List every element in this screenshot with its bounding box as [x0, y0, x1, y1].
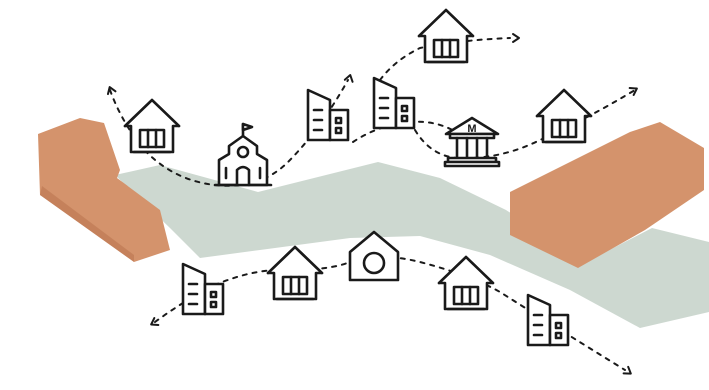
house-icon [123, 98, 181, 154]
route-upper-house [379, 37, 511, 81]
house-icon [535, 88, 593, 144]
bank-icon: M [443, 116, 501, 168]
building-block-right [510, 122, 704, 268]
house-icon [266, 245, 324, 301]
community-center-icon [348, 230, 400, 282]
bank-letter: M [467, 123, 476, 135]
office-building-icon [526, 293, 570, 347]
office-building-icon [181, 262, 225, 316]
school-icon [213, 122, 273, 187]
office-building-icon [372, 76, 416, 130]
house-icon [417, 8, 475, 64]
building-block-left [38, 118, 170, 262]
house-icon [437, 255, 495, 311]
office-building-icon [306, 88, 350, 142]
route-to-bank [414, 89, 636, 160]
street-band [115, 162, 709, 328]
